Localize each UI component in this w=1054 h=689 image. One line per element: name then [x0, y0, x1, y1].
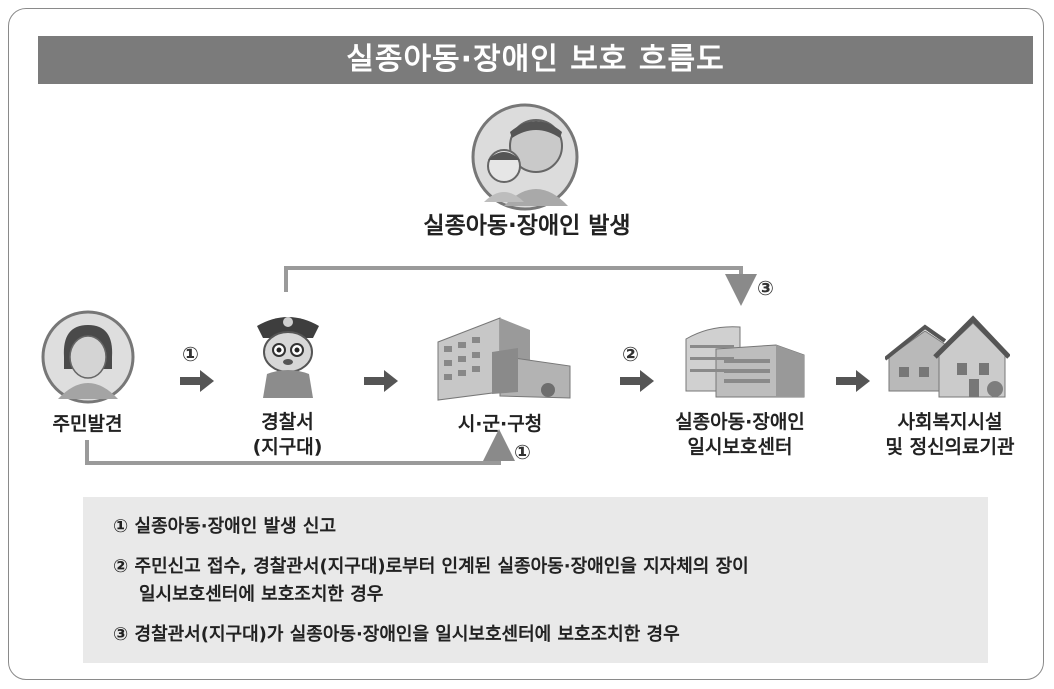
protection-center-building-icon	[685, 326, 805, 398]
node-welfare: 사회복지시설 및 정신의료기관	[865, 410, 1035, 460]
missing-persons-illustration	[471, 103, 579, 211]
node-center: 실종아동·장애인 일시보호센터	[655, 410, 825, 460]
note-2-line2: 일시보호센터에 보호조치한 경우	[139, 584, 384, 605]
node-city: 시·군·구청	[457, 413, 543, 435]
flow-arrow-1	[180, 370, 214, 392]
welfare-facility-house-icon	[885, 315, 1010, 398]
resident-icon	[41, 310, 135, 404]
step1-bottom-label: ①	[514, 440, 531, 464]
source-label: 실종아동·장애인 발생	[423, 213, 631, 239]
node-welfare-line1: 사회복지시설	[897, 411, 1003, 433]
note-2-line1: ② 주민신고 접수, 경찰관서(지구대)로부터 인계된 실종아동·장애인을 지자…	[113, 556, 749, 577]
connector-resident-to-city	[85, 429, 515, 465]
note-3: ③ 경찰관서(지구대)가 실종아동·장애인을 일시보호센터에 보호조치한 경우	[113, 624, 680, 645]
diagram-title: 실종아동·장애인 보호 흐름도	[38, 36, 1033, 84]
flow-arrow-3	[620, 370, 654, 392]
note-1: ① 실종아동·장애인 발생 신고	[113, 516, 337, 537]
notes-panel: ① 실종아동·장애인 발생 신고 ② 주민신고 접수, 경찰관서(지구대)로부터…	[83, 497, 988, 663]
node-police-line1: 경찰서	[261, 411, 314, 433]
city-hall-building-icon	[437, 317, 571, 401]
diagram-frame	[8, 8, 1044, 680]
node-police: 경찰서 (지구대)	[225, 410, 350, 460]
connector-police-to-center	[284, 266, 757, 306]
node-resident: 주민발견	[52, 413, 123, 435]
node-center-line2: 일시보호센터	[687, 436, 793, 458]
node-police-line2: (지구대)	[252, 436, 323, 458]
node-center-line1: 실종아동·장애인	[675, 411, 805, 433]
flow-arrow-2	[364, 370, 398, 392]
step1-top-label: ①	[182, 342, 199, 366]
step2-label: ②	[622, 342, 639, 366]
flow-arrow-4	[836, 370, 870, 392]
police-officer-icon	[257, 317, 319, 398]
step3-label: ③	[757, 276, 774, 300]
node-welfare-line2: 및 정신의료기관	[885, 436, 1015, 458]
